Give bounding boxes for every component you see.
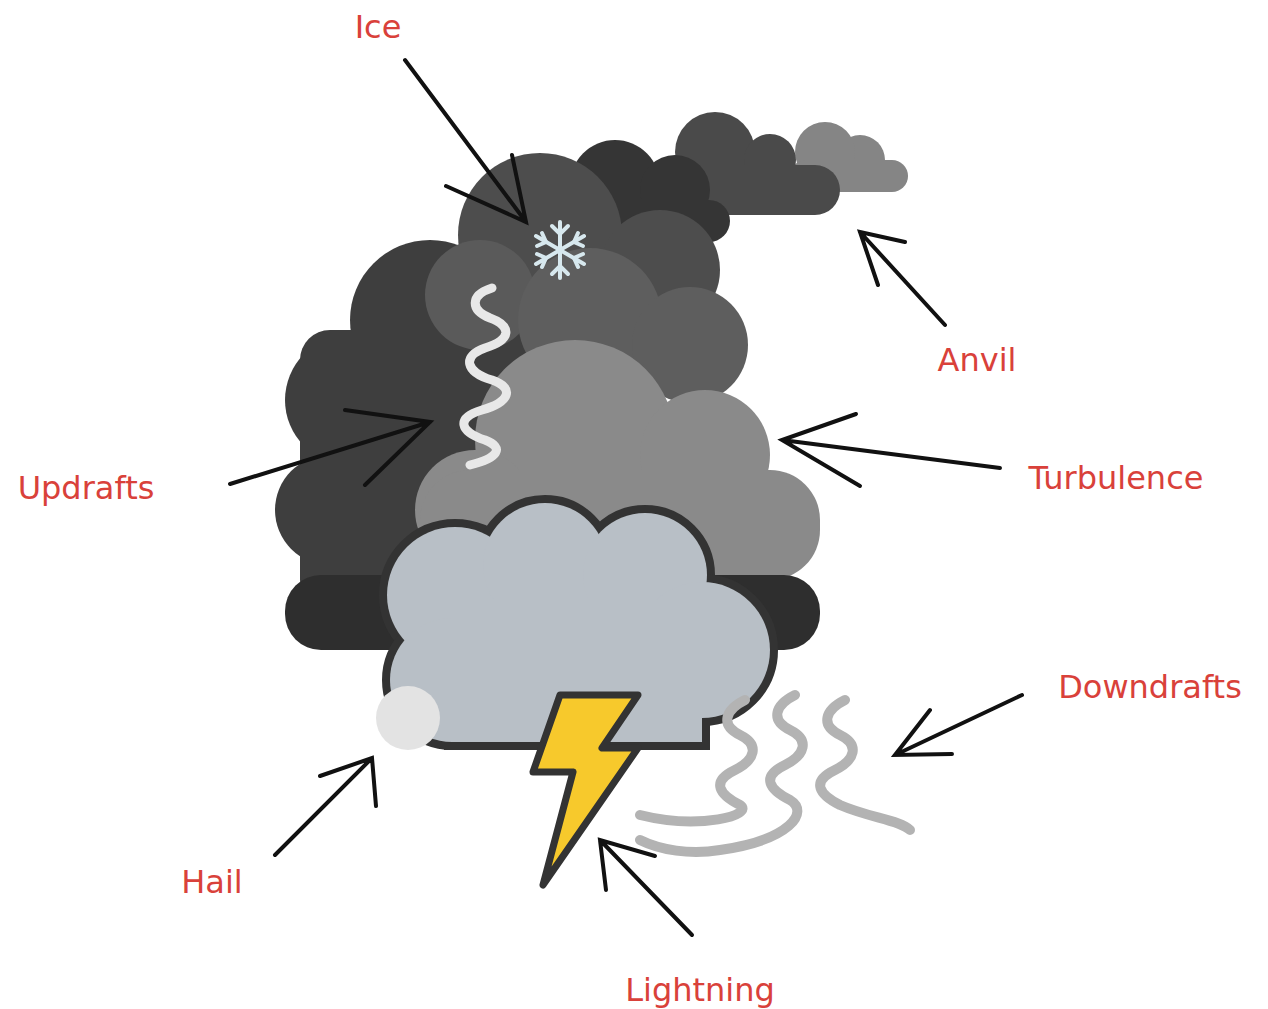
lightning-bolt xyxy=(533,695,638,885)
hail-stone xyxy=(376,686,440,750)
leader-arrow xyxy=(782,414,1000,486)
callout-label: Turbulence xyxy=(1029,462,1204,494)
downdraft-squiggles xyxy=(640,695,910,852)
updraft-squiggle xyxy=(464,288,507,465)
leader-arrow xyxy=(230,410,430,485)
leader-arrow xyxy=(860,232,945,325)
callout-label: Downdrafts xyxy=(1058,671,1242,703)
callout-label: Ice xyxy=(355,11,402,43)
leader-arrow xyxy=(600,840,692,935)
callout-label: Anvil xyxy=(938,344,1017,376)
callout-label: Hail xyxy=(181,866,242,898)
snowflake-symbol xyxy=(536,222,584,278)
leader-arrow xyxy=(405,60,526,222)
callout-label: Updrafts xyxy=(18,472,155,504)
leader-arrows xyxy=(230,60,1022,935)
callout-label: Lightning xyxy=(625,974,775,1006)
storm-cloud-body xyxy=(275,153,820,650)
leader-arrow xyxy=(895,695,1022,755)
leader-arrow xyxy=(275,758,376,855)
